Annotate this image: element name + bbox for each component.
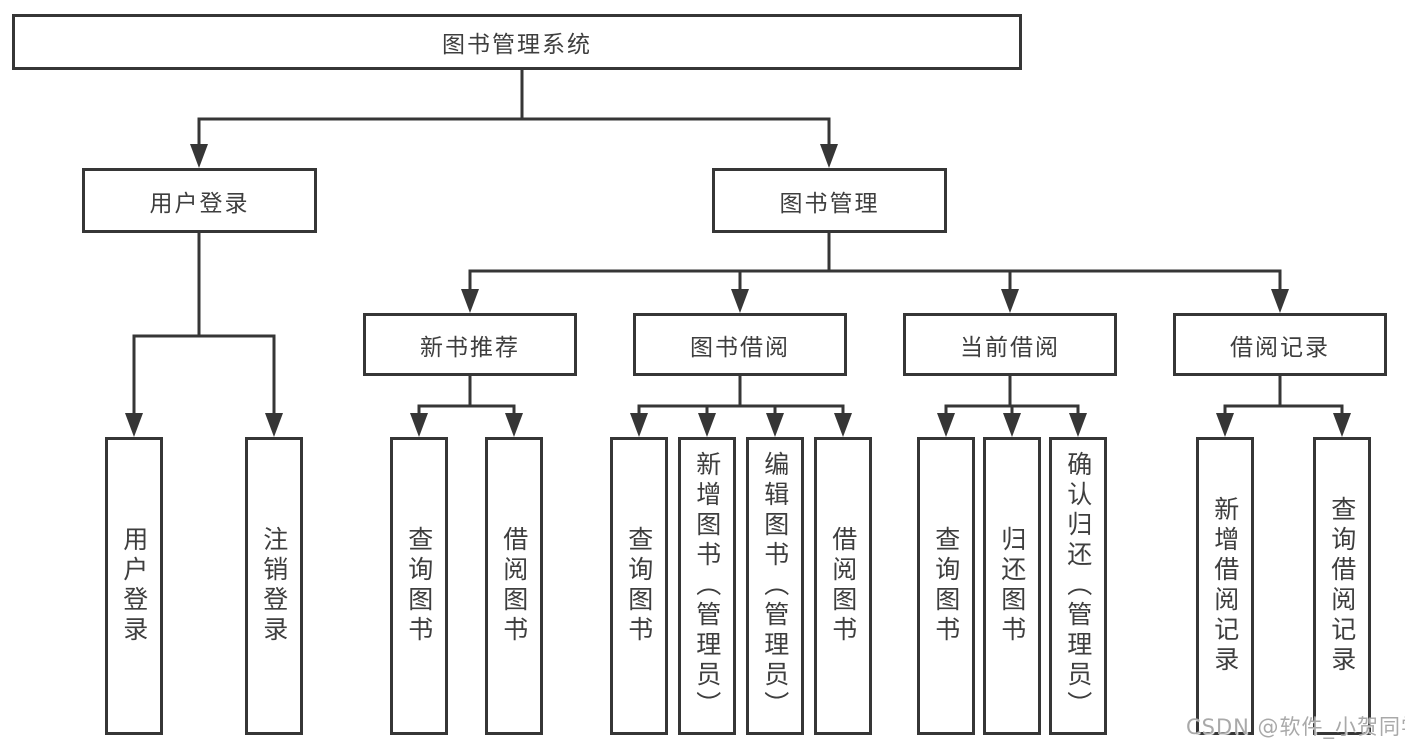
leaf-label: 借阅图书 bbox=[828, 526, 858, 646]
leaf-label: 查询图书 bbox=[931, 526, 961, 646]
leaf-label: 查询借阅记录 bbox=[1327, 496, 1357, 676]
leaf-user-login: 用户登录 bbox=[105, 437, 163, 735]
leaf-return-books: 归还图书 bbox=[983, 437, 1041, 735]
leaf-label: 借阅图书 bbox=[499, 526, 529, 646]
leaf-borrow-books: 借阅图书 bbox=[814, 437, 872, 735]
leaf-borrow-books-recommend: 借阅图书 bbox=[485, 437, 543, 735]
node-root-library-system: 图书管理系统 bbox=[12, 14, 1022, 70]
leaf-label: 确认归还（管理员） bbox=[1063, 451, 1093, 721]
leaf-confirm-return-admin: 确认归还（管理员） bbox=[1049, 437, 1107, 735]
leaf-logout: 注销登录 bbox=[245, 437, 303, 735]
node-new-book-recommend: 新书推荐 bbox=[363, 313, 577, 376]
node-user-login: 用户登录 bbox=[82, 168, 317, 233]
leaf-query-books-recommend: 查询图书 bbox=[390, 437, 448, 735]
leaf-query-books-current: 查询图书 bbox=[917, 437, 975, 735]
csdn-watermark: CSDN @软件_小贺同学 bbox=[1186, 715, 1405, 739]
leaf-label: 归还图书 bbox=[997, 526, 1027, 646]
leaf-add-borrow-record: 新增借阅记录 bbox=[1196, 437, 1254, 735]
node-current-borrow: 当前借阅 bbox=[903, 313, 1117, 376]
leaf-add-books-admin: 新增图书（管理员） bbox=[678, 437, 736, 735]
leaf-label: 新增借阅记录 bbox=[1210, 496, 1240, 676]
leaf-label: 新增图书（管理员） bbox=[692, 451, 722, 721]
leaf-edit-books-admin: 编辑图书（管理员） bbox=[746, 437, 804, 735]
node-book-borrow: 图书借阅 bbox=[633, 313, 847, 376]
leaf-label: 注销登录 bbox=[259, 526, 289, 646]
leaf-query-borrow-record: 查询借阅记录 bbox=[1313, 437, 1371, 735]
leaf-label: 用户登录 bbox=[119, 526, 149, 646]
node-book-management: 图书管理 bbox=[712, 168, 947, 233]
leaf-label: 编辑图书（管理员） bbox=[760, 451, 790, 721]
leaf-label: 查询图书 bbox=[404, 526, 434, 646]
leaf-query-books-borrow: 查询图书 bbox=[610, 437, 668, 735]
leaf-label: 查询图书 bbox=[624, 526, 654, 646]
node-borrow-records: 借阅记录 bbox=[1173, 313, 1387, 376]
